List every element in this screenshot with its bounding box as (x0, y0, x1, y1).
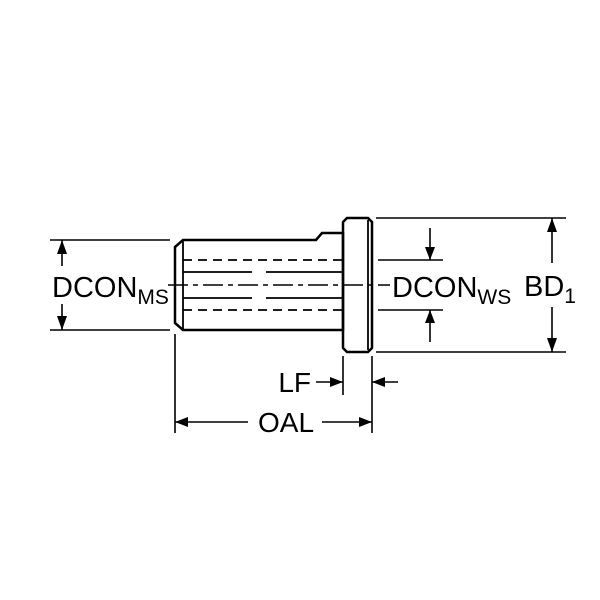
arrowhead-ms-bottom (57, 316, 67, 330)
arrowhead-ws-top (425, 247, 435, 260)
arrowhead-oal-left (175, 417, 188, 427)
arrowhead-bd-top (547, 218, 557, 232)
arrowhead-lf-right (372, 377, 385, 387)
arrowhead-ms-top (57, 240, 67, 254)
dcon-ms-subscript: MS (137, 286, 169, 309)
dcon-ws-subscript: WS (477, 286, 511, 309)
dcon-ws-main-text: DCON (392, 272, 477, 304)
tool-flange (341, 216, 374, 354)
oal-label: OAL (258, 407, 314, 438)
bd1-label: BD1 (524, 271, 576, 308)
bd1-subscript: 1 (564, 285, 576, 308)
dcon-ms-main-text: DCON (52, 272, 137, 304)
lf-label: LF (278, 367, 311, 398)
dcon-ms-label: DCONMS (52, 272, 169, 309)
arrowhead-bd-bottom (547, 338, 557, 352)
arrowhead-oal-right (359, 417, 372, 427)
dcon-ws-label: DCONWS (392, 272, 511, 309)
arrowhead-ws-bottom (425, 310, 435, 323)
bd1-main-text: BD (524, 271, 564, 303)
arrowhead-lf-left (330, 377, 343, 387)
